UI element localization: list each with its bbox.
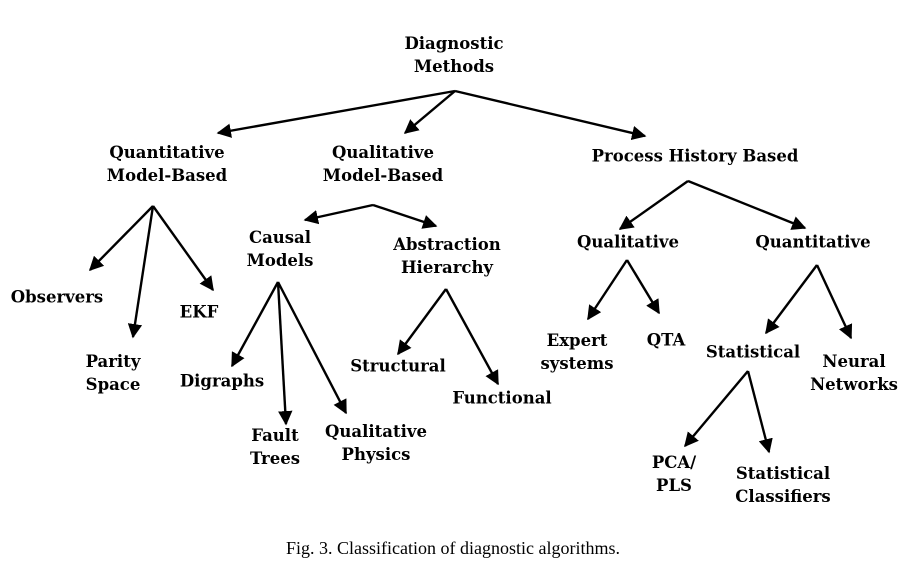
node-ph-qualitative: Qualitative xyxy=(577,231,679,254)
node-label-line: Diagnostic xyxy=(404,34,504,53)
edge-arrow xyxy=(765,264,818,335)
node-label-line: Methods xyxy=(413,57,495,76)
node-label-line: Structural xyxy=(350,356,446,376)
node-label-line: Expert xyxy=(546,331,608,350)
node-ekf: EKF xyxy=(180,301,219,324)
node-label-line: Models xyxy=(246,251,314,270)
node-digraphs: Digraphs xyxy=(180,370,264,393)
node-label-line: Physics xyxy=(341,445,411,464)
node-label-line: systems xyxy=(540,354,614,373)
node-label-line: Statistical xyxy=(705,342,801,362)
node-label-line: Qualitative xyxy=(332,143,434,162)
node-label-line: Quantitative xyxy=(755,232,871,252)
node-qta: QTA xyxy=(647,329,686,352)
edge-arrow xyxy=(687,179,807,230)
node-label-line: Model-Based xyxy=(106,166,228,185)
node-functional: Functional xyxy=(452,387,551,410)
node-label-line: Space xyxy=(85,375,141,394)
node-label-line: Causal xyxy=(248,228,312,247)
node-structural: Structural xyxy=(350,355,446,378)
edge-arrow xyxy=(815,264,853,340)
node-label-line: Statistical xyxy=(735,464,831,483)
node-observers: Observers xyxy=(11,286,103,309)
edge-arrow xyxy=(625,259,661,315)
node-label-line: QTA xyxy=(646,330,686,350)
node-label-line: Networks xyxy=(810,375,898,394)
node-label-line: Qualitative xyxy=(325,422,427,441)
node-label-line: PCA/ xyxy=(651,453,697,472)
node-expert-systems: Expert systems xyxy=(540,329,613,375)
edge-arrow xyxy=(276,281,348,415)
node-pca-pls: PCA/PLS xyxy=(652,451,696,497)
node-label-line: Neural xyxy=(822,352,886,371)
node-label-line: Quantitative xyxy=(109,143,225,162)
edge-arrow xyxy=(152,205,214,292)
node-label-line: Functional xyxy=(452,388,552,408)
node-label-line: Abstraction xyxy=(393,235,501,254)
node-label-line: Trees xyxy=(249,449,301,468)
node-label-line: Process History Based xyxy=(591,146,799,166)
edge-arrow xyxy=(127,205,155,339)
figure-caption: Fig. 3. Classification of diagnostic alg… xyxy=(286,538,620,558)
edge-arrow xyxy=(88,205,154,272)
edge-arrow xyxy=(403,90,456,134)
edge-arrow xyxy=(276,281,293,426)
node-statistical: Statistical xyxy=(706,341,800,364)
node-label-line: PLS xyxy=(656,476,692,495)
edge-arrow xyxy=(586,259,629,321)
edge-arrow xyxy=(397,288,447,356)
node-label-line: Classifiers xyxy=(735,487,831,506)
edge-arrow xyxy=(618,180,689,230)
node-ph-quantitative: Quantitative xyxy=(755,231,870,254)
edge-arrow xyxy=(372,203,438,229)
node-label-line: EKF xyxy=(179,302,219,322)
node-label-line: Fault xyxy=(251,426,299,445)
node-label-line: Digraphs xyxy=(179,371,265,391)
node-label-line: Hierarchy xyxy=(400,258,494,277)
edge-arrow xyxy=(216,89,456,138)
edge-arrow xyxy=(684,370,749,448)
edge-arrow xyxy=(230,281,280,368)
edge-arrow xyxy=(746,370,773,454)
node-label-line: Model-Based xyxy=(322,166,444,185)
edge-arrow xyxy=(454,89,647,141)
node-label-line: Qualitative xyxy=(577,232,679,252)
edge-arrow xyxy=(303,203,374,225)
node-process-history-based: Process History Based xyxy=(592,145,799,168)
node-label-line: Parity xyxy=(85,352,141,371)
edge-arrow xyxy=(444,288,500,386)
node-label-line: Observers xyxy=(10,287,104,307)
